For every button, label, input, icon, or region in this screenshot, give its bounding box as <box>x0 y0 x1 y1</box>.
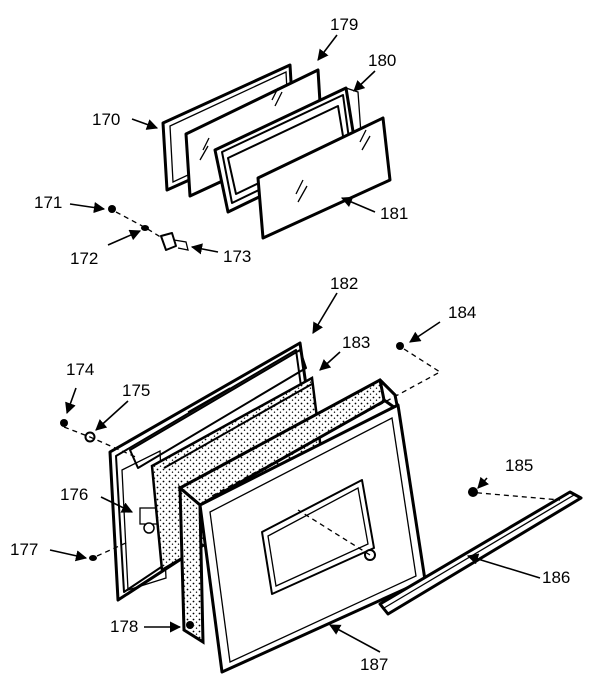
dashed-guide-184 <box>209 348 442 498</box>
part-181-inner-glass-panel <box>256 116 392 240</box>
callout-170: 170 <box>92 110 120 129</box>
callout-171: 171 <box>34 193 62 212</box>
callout-178: 178 <box>110 617 138 636</box>
dashed-guide-171 <box>115 211 163 239</box>
leader-lines <box>49 34 541 653</box>
callout-177: 177 <box>10 540 38 559</box>
part-184-screw <box>396 342 404 350</box>
callout-180: 180 <box>368 51 396 70</box>
callout-174: 174 <box>66 360 94 379</box>
callout-187: 187 <box>360 655 388 674</box>
callout-185: 185 <box>505 456 533 475</box>
callout-176: 176 <box>60 485 88 504</box>
part-174-screw <box>60 419 68 427</box>
callout-183: 183 <box>342 333 370 352</box>
callout-184: 184 <box>448 303 476 322</box>
part-177-screw <box>89 555 97 561</box>
dashed-guide-185 <box>467 491 561 501</box>
dashed-guide-174 <box>63 426 139 459</box>
part-186-door-handle <box>378 490 583 616</box>
callout-181: 181 <box>380 204 408 223</box>
part-172-washer <box>141 225 149 231</box>
part-171-screw <box>108 205 116 213</box>
callout-186: 186 <box>542 568 570 587</box>
part-178-door-frame <box>177 378 400 645</box>
callout-179: 179 <box>330 15 358 34</box>
callout-172: 172 <box>70 249 98 268</box>
part-173-clip <box>160 232 189 251</box>
callout-182: 182 <box>330 274 358 293</box>
callout-175: 175 <box>122 381 150 400</box>
callout-173: 173 <box>223 247 251 266</box>
dashed-guide-177 <box>96 541 129 557</box>
